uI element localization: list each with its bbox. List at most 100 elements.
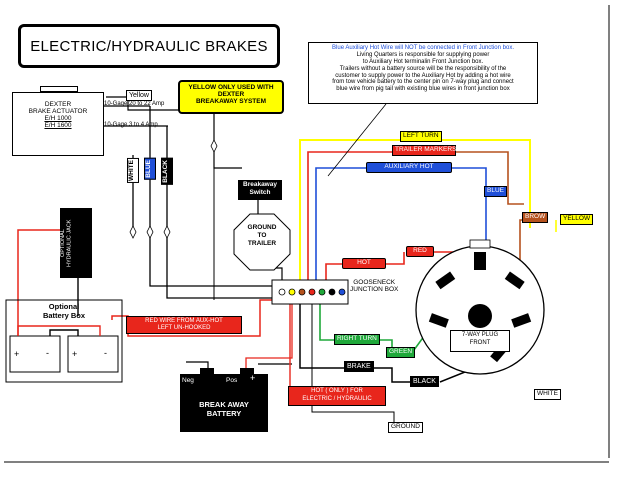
label-brow: BROW (522, 212, 549, 223)
terminal-blue (338, 288, 346, 296)
battery-left (9, 335, 61, 373)
red-wire-note-line1: RED WIRE FROM AUX-HOT (145, 318, 223, 324)
wire-aux-hot-blue (315, 167, 366, 286)
break-away-battery (180, 374, 268, 432)
gooseneck-line2: JUNCTION BOX (350, 286, 399, 294)
plug-line1: 7-WAY PLUG (461, 332, 499, 338)
ground-to-trailer: GROUND TO TRAILER (234, 224, 290, 248)
notice-line7: blue wire from pig tail with existing bl… (336, 86, 510, 93)
label-trailer-markers: TRAILER MARKERS (392, 145, 456, 156)
terminal-white (278, 288, 286, 296)
connector-marker (129, 225, 137, 239)
battery-right (67, 335, 119, 373)
terminal-yellow (288, 288, 296, 296)
hydraulic-jack-body (60, 208, 92, 278)
ground-line3: TRAILER (247, 240, 277, 248)
battery-left-plus: + (14, 349, 20, 359)
jack-line2: HYDRAULIC (66, 234, 73, 267)
wire-brown (456, 151, 524, 205)
gauge-label-1: 10-Gage 20 to 22 Amp (104, 101, 165, 107)
label-ground-bottom: GROUND (388, 422, 423, 433)
jack-line3: JACK (66, 219, 73, 234)
battery-box-line2: Battery Box (42, 311, 86, 320)
label-green: GREEN (386, 347, 416, 358)
brake-actuator: DEXTER BRAKE ACTUATOR E/H 1000 E/H 1600 (12, 92, 104, 156)
wire-hot (325, 263, 342, 286)
label-aux-hot: AUXILIARY HOT (366, 162, 452, 173)
battery-box-line1: Optional (48, 302, 80, 311)
breakaway-note-line2: DEXTER (217, 91, 245, 98)
ground-to-trailer-shape (233, 213, 291, 271)
break-away-title: BREAK AWAY BATTERY (180, 400, 268, 419)
notice-line4: Trailers without a battery source will b… (339, 65, 507, 72)
plug-line2: FRONT (469, 339, 491, 346)
actuator-model-2: E/H 1600 (44, 122, 72, 129)
terminal-green (318, 288, 326, 296)
red-wire-note-line2: LEFT UN-HOOKED (157, 325, 211, 332)
label-brake: BRAKE (344, 361, 374, 373)
notice-box: Blue Auxiliary Hot Wire will NOT be conn… (308, 42, 538, 104)
label-red: RED (406, 246, 434, 257)
gauge-label-2: 10-Gage 3 to 4 Amp (104, 122, 158, 128)
break-away-neg: Neg (182, 377, 194, 384)
notice-pointer (327, 103, 387, 177)
plug-pin-lower-left (428, 313, 449, 328)
connector-marker (146, 225, 154, 239)
break-away-pos: Pos (226, 377, 238, 384)
actuator-model-1: E/H 1000 (44, 115, 72, 122)
notice-line6: from tow vehicle battery to the center p… (332, 79, 514, 86)
label-black-bottom: BLACK (410, 376, 439, 388)
terminal-red (308, 288, 316, 296)
wire-jack-red (17, 229, 60, 352)
label-black: BLACK (161, 158, 173, 185)
breakaway-switch-line1: Breakaway (243, 181, 277, 188)
wire-right-turn-green (319, 296, 334, 341)
label-white: WHITE (127, 158, 139, 183)
plug-label: 7-WAY PLUG FRONT (450, 330, 510, 352)
notice-line5: customer to supply power to the Auxiliar… (335, 72, 511, 79)
actuator-name-1: DEXTER (44, 101, 72, 108)
wire-breakaway-battery-pos (245, 296, 293, 374)
label-right-turn: RIGHT TURN (334, 334, 380, 345)
breakaway-note-line3: BREAKAWAY SYSTEM (195, 98, 267, 105)
battery-box-outline (5, 299, 123, 383)
notice-line2: Living Quarters is responsible for suppl… (356, 51, 490, 58)
connector-marker (210, 139, 218, 153)
wire-black-vertical (166, 126, 272, 299)
label-left-turn: LEFT TURN (400, 131, 442, 142)
break-away-plus: + (250, 373, 256, 383)
gooseneck-label: GOOSENECK JUNCTION BOX (350, 279, 398, 294)
battery-left-minus: - (46, 348, 49, 358)
breakaway-switch: Breakaway Switch (238, 180, 282, 200)
battery-box-title: Optional Battery Box (24, 302, 104, 320)
hot-note: HOT ( ONLY ) FOR ELECTRIC / HYDRAULIC (288, 386, 386, 406)
actuator-cap (40, 86, 78, 92)
break-away-line1: BREAK AWAY (199, 400, 249, 409)
label-hot: HOT (342, 258, 386, 269)
battery-right-minus: - (104, 348, 107, 358)
terminal-black (328, 288, 336, 296)
plug-pin-upper-right (504, 271, 525, 290)
battery-right-plus: + (72, 349, 78, 359)
label-blue: BLUE (144, 158, 156, 180)
notice-line3: to Auxiliary Hot terminalin Front Juncti… (362, 58, 484, 65)
wire-brake (299, 296, 344, 369)
breakaway-note: YELLOW ONLY USED WITH DEXTER BREAKAWAY S… (178, 80, 284, 114)
wire-black-bottom (372, 367, 410, 383)
breakaway-note-line1: YELLOW ONLY USED WITH (188, 84, 274, 91)
red-wire-note: RED WIRE FROM AUX-HOT LEFT UN-HOOKED (126, 316, 242, 334)
wire-blue-right (452, 167, 487, 200)
ground-line1: GROUND (247, 224, 277, 231)
plug-pin-upper-left (435, 271, 456, 290)
gooseneck-line1: GOOSENECK (353, 279, 396, 286)
jack-line1: OPTIONAL (60, 229, 66, 257)
wire-brown-plug (519, 219, 524, 266)
notice-line1: Blue Auxiliary Hot Wire will NOT be conn… (332, 45, 514, 51)
plug-pin-top (474, 252, 486, 270)
page-title: ELECTRIC/HYDRAULIC BRAKES (30, 38, 268, 55)
hot-note-line2: ELECTRIC / HYDRAULIC (302, 395, 372, 402)
break-away-line2: BATTERY (206, 409, 242, 419)
breakaway-switch-line2: Switch (249, 188, 271, 196)
